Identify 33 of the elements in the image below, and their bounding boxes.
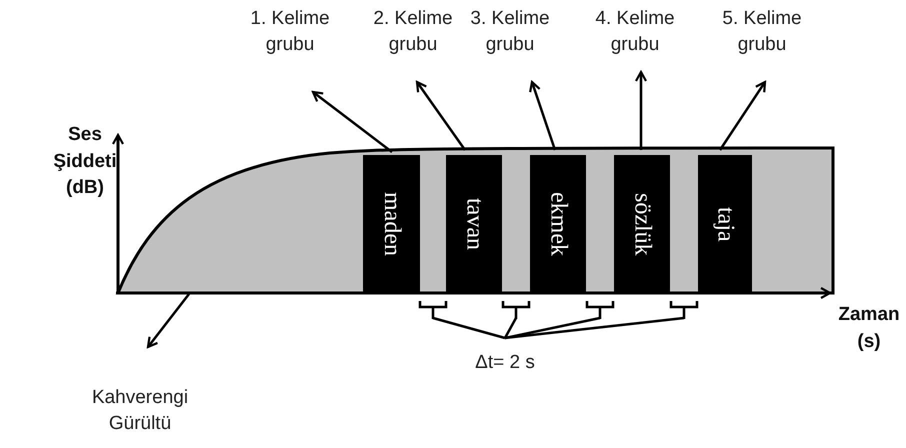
axis-label: Zaman (s) xyxy=(837,303,901,354)
connector-line xyxy=(504,316,684,340)
arrow xyxy=(718,80,766,151)
arrow xyxy=(312,90,393,153)
text-label: Kahverengi Gürültü xyxy=(75,385,205,436)
bracket xyxy=(418,300,448,320)
arrow xyxy=(146,293,190,348)
text-label: 5. Kelime grubu xyxy=(712,6,812,58)
axis-label: Ses Şiddeti (dB) xyxy=(52,123,118,200)
connector-line xyxy=(504,317,518,339)
word-bar xyxy=(530,155,586,293)
bracket xyxy=(669,300,699,320)
interval-label: Δt= 2 s xyxy=(455,350,555,376)
text-label: 3. Kelime grubu xyxy=(460,6,560,58)
connector-line xyxy=(432,316,506,340)
text-label: 4. Kelime grubu xyxy=(585,6,685,58)
arrow xyxy=(529,80,556,150)
text-label: 1. Kelime grubu xyxy=(240,6,340,58)
word-bar xyxy=(698,155,752,293)
text-label: 2. Kelime grubu xyxy=(363,6,463,58)
bracket xyxy=(501,300,531,320)
word-bar xyxy=(446,155,502,293)
word-label: ekmek xyxy=(544,192,572,256)
connector-line xyxy=(504,316,600,340)
word-label: maden xyxy=(378,192,405,256)
arrow xyxy=(634,70,648,150)
word-label: tavan xyxy=(460,198,488,250)
arrow xyxy=(416,80,466,151)
word-label: taja xyxy=(712,206,738,242)
word-label: sözlük xyxy=(628,192,656,256)
word-bar xyxy=(363,155,420,293)
bracket xyxy=(585,300,615,320)
word-bar xyxy=(614,155,670,293)
